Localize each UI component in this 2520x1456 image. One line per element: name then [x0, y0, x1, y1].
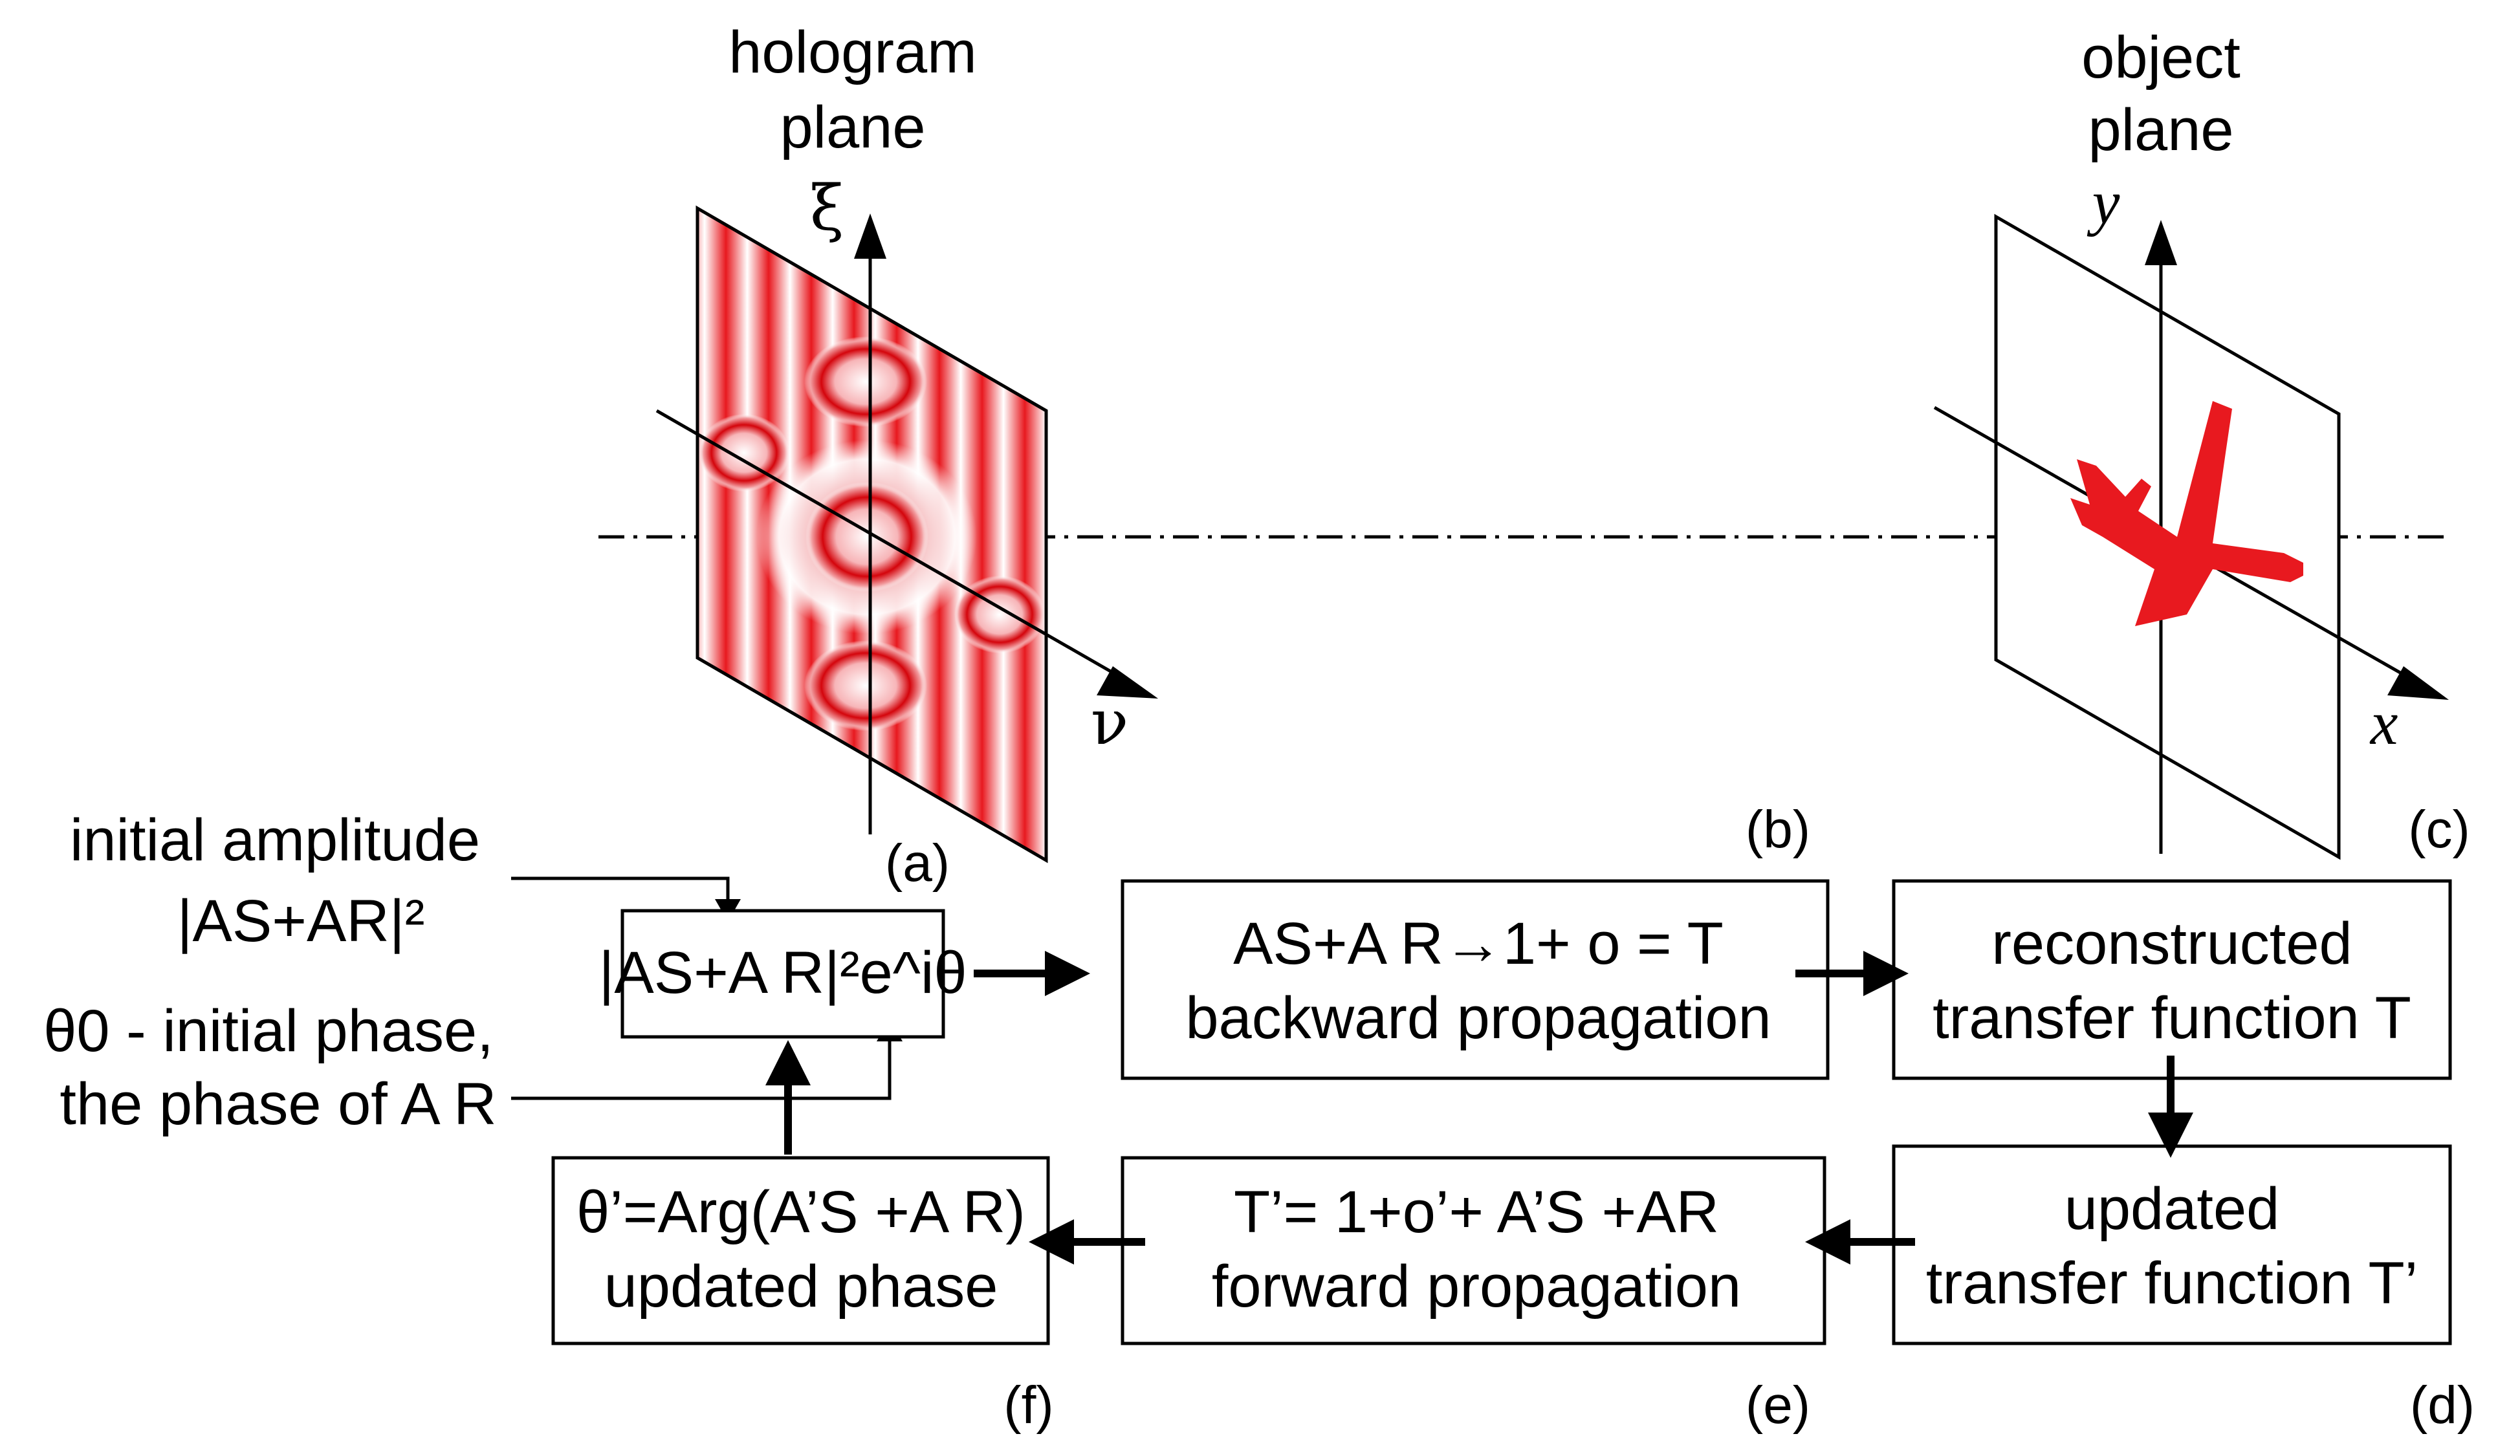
initial-amplitude-label: initial amplitude	[70, 807, 480, 873]
reconstructed-line2: transfer function T	[1933, 985, 2411, 1051]
flow-arrow-b-to-c	[1795, 951, 1909, 996]
x-axis-label: x	[2369, 688, 2398, 757]
updated-phase-box	[551, 1156, 1050, 1345]
initial-amplitude-formula: |AS+AR|²	[177, 888, 425, 954]
updated-phase-label: updated phase	[604, 1254, 998, 1320]
flow-arrow-c-to-d	[2148, 1056, 2193, 1158]
reconstructed-line1: reconstructed	[1991, 911, 2352, 977]
panel-tag-c: (c)	[2408, 800, 2470, 859]
amplitude-arrow	[511, 876, 730, 906]
updated-phase-formula: θ’=Arg(A’S +A R)	[576, 1179, 1025, 1245]
backward-label: backward propagation	[1185, 985, 1771, 1051]
backward-formula: AS+A R→1+ o = T	[1233, 911, 1724, 977]
updated-tf-line2: transfer function T’	[1926, 1250, 2418, 1316]
panel-tag-a: (a)	[885, 834, 950, 893]
hologram-field-formula: |AS+A R|²e^iθ	[598, 940, 967, 1006]
forward-label: forward propagation	[1212, 1254, 1741, 1320]
hologram-heading-line1: hologram	[729, 19, 977, 85]
updated-tf-box	[1892, 1144, 2452, 1345]
xi-axis-label: ξ	[810, 172, 844, 244]
object-heading-line1: object	[2081, 25, 2241, 91]
hologram-field-box	[620, 909, 945, 1039]
initial-phase-label: θ0 - initial phase,	[43, 998, 494, 1064]
phase-arrow	[511, 1035, 892, 1100]
flow-arrow-e-to-f	[1029, 1219, 1145, 1265]
panel-tag-f: (f)	[1003, 1376, 1053, 1435]
forward-formula: T’= 1+o’+ A’S +AR	[1234, 1179, 1719, 1245]
backward-propagation-box	[1121, 879, 1830, 1080]
object-plane	[1933, 213, 2449, 860]
hologram-heading-line2: plane	[780, 94, 925, 160]
panel-tag-b: (b)	[1746, 800, 1810, 859]
panel-tag-e: (e)	[1746, 1376, 1810, 1435]
object-heading-line2: plane	[2088, 97, 2233, 163]
airplane-icon	[2070, 401, 2303, 626]
flow-arrow-f-to-a	[765, 1040, 811, 1155]
flow-arrow-a-to-b	[974, 951, 1090, 996]
flow-arrow-d-to-e	[1805, 1219, 1915, 1265]
phase-of-ar-label: the phase of A R	[60, 1071, 496, 1137]
y-axis-label: y	[2087, 168, 2120, 237]
nu-axis-label: ν	[1091, 686, 1128, 759]
updated-tf-line1: updated	[2065, 1176, 2280, 1242]
forward-propagation-box	[1121, 1156, 1826, 1345]
panel-tag-d: (d)	[2410, 1376, 2475, 1435]
